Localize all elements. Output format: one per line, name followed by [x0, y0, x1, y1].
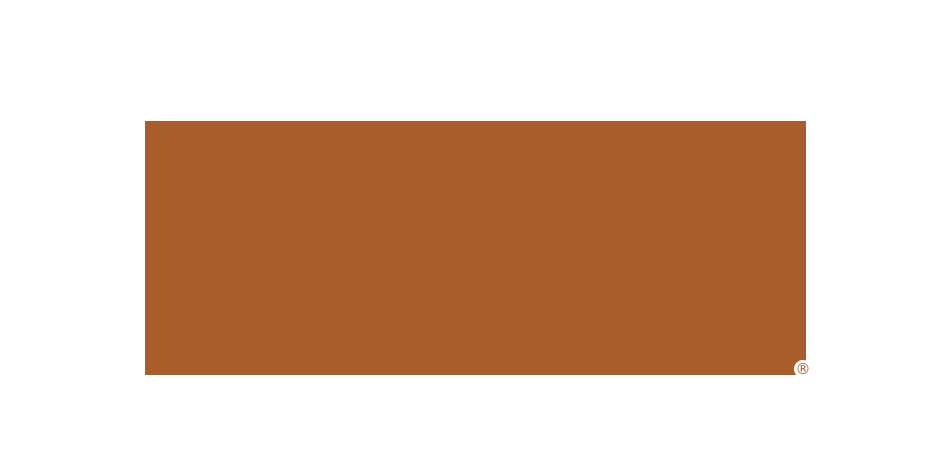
registered-trademark-symbol: ®	[794, 360, 812, 378]
logo-color-block	[145, 121, 806, 375]
